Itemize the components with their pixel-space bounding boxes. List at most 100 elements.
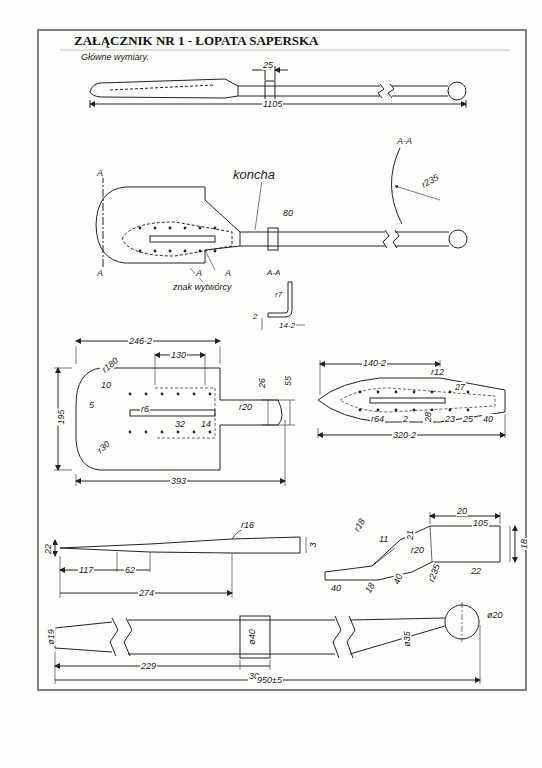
rivet-hole: [431, 391, 434, 394]
dimension-label: 18: [519, 538, 529, 550]
rivet-hole: [145, 431, 148, 434]
rivet-hole: [209, 393, 212, 396]
rivet-hole: [139, 250, 142, 253]
rivet-hole: [214, 227, 217, 230]
dimension-label: r7: [274, 290, 283, 299]
dimension-label: A: [224, 268, 232, 278]
dimension-label: 105: [472, 518, 489, 528]
dimension-label: 22: [43, 543, 53, 555]
rivet-hole: [184, 227, 187, 230]
dimension-label: 80: [282, 208, 294, 218]
rivet-hole: [214, 250, 217, 253]
rivet-hole: [169, 250, 172, 253]
dimension-label: 18: [363, 580, 378, 595]
rivet-hole: [449, 391, 452, 394]
dimension-label: 229: [140, 661, 157, 671]
rivet-hole: [161, 431, 164, 434]
rivet-hole: [169, 227, 172, 230]
dimension-label: 62: [124, 565, 136, 575]
dimension-label: 2: [402, 414, 409, 424]
dimension-label: r30: [95, 438, 113, 455]
dimension-label: 5: [88, 400, 95, 410]
dimension-label: 28: [423, 411, 433, 423]
rivet-hole: [395, 409, 398, 412]
rivet-hole: [199, 250, 202, 253]
dimension-label: 32: [174, 419, 186, 429]
dimension-label: 130: [170, 350, 187, 360]
dimension-label: A: [96, 268, 104, 278]
rivet-hole: [377, 409, 380, 412]
rivet-hole: [449, 409, 452, 412]
dimension-label: ø20: [486, 610, 504, 620]
rivet-hole: [467, 409, 470, 412]
rivet-hole: [395, 391, 398, 394]
rivet-hole: [413, 391, 416, 394]
dimension-label: 14-2: [278, 321, 296, 330]
rivet-hole: [129, 393, 132, 396]
dimension-label: 40: [482, 414, 494, 424]
dimension-label: 2: [252, 312, 258, 321]
dimension-label: 117: [78, 565, 94, 575]
dimension-label: ø40: [247, 628, 257, 646]
dimension-label: ø19: [46, 628, 56, 646]
rivet-hole: [193, 431, 196, 434]
rivet-hole: [359, 391, 362, 394]
rivet-hole: [177, 393, 180, 396]
rivet-hole: [177, 431, 180, 434]
rivet-hole: [129, 431, 132, 434]
dimension-label: 246-2: [128, 336, 153, 346]
dimension-label: A-A: [266, 268, 281, 277]
dimension-label: r6: [140, 404, 150, 414]
dimension-label: 40: [391, 572, 405, 587]
dimension-label: 23: [444, 414, 456, 424]
dimension-label: r235: [419, 172, 441, 191]
dimension-label: 1105: [262, 99, 283, 109]
dimension-label: r18: [351, 516, 367, 534]
dimension-label: 10: [100, 380, 112, 390]
dimension-label: A-A: [396, 136, 413, 146]
dimension-label: 14: [200, 419, 212, 429]
rivet-hole: [413, 409, 416, 412]
dimension-label: 55: [283, 375, 293, 387]
part-name: koncha: [232, 168, 276, 182]
dimension-label: 274: [138, 588, 155, 598]
dimension-label: 320-2: [392, 430, 417, 440]
rivet-hole: [193, 393, 196, 396]
dimension-label: r180: [99, 355, 121, 376]
dimension-label: 20: [456, 506, 468, 516]
dimension-label: A: [96, 168, 104, 178]
dimension-label: 40: [330, 583, 342, 593]
dimension-label: r12: [430, 367, 445, 377]
rivet-hole: [154, 227, 157, 230]
part-name: znak wytwórcy: [172, 282, 233, 292]
rivet-hole: [359, 409, 362, 412]
dimension-label: 21: [405, 529, 415, 541]
dimension-label: 25: [262, 60, 274, 70]
rivet-hole: [199, 227, 202, 230]
dimension-label: 26: [257, 377, 267, 389]
dimension-label: 27: [454, 382, 466, 392]
rivet-hole: [139, 227, 142, 230]
dimension-label: 11: [378, 534, 389, 544]
rivet-hole: [145, 393, 148, 396]
rivet-hole: [154, 250, 157, 253]
dimension-label: 140-2: [362, 358, 387, 368]
dimension-label: r235: [426, 562, 442, 584]
dimension-label: 3: [308, 541, 318, 548]
dimension-label: r16: [240, 520, 255, 530]
dimension-label: 195: [56, 408, 66, 425]
dimension-label: 393: [170, 476, 187, 486]
dimension-label: r64: [370, 414, 385, 424]
rivet-hole: [377, 391, 380, 394]
dimension-label: r20: [238, 402, 253, 412]
title: ZAŁĄCZNIK NR 1 - ŁOPATA SAPERSKA: [72, 33, 321, 49]
subtitle: Główne wymiary.: [80, 52, 150, 62]
rivet-hole: [161, 393, 164, 396]
dimension-label: 950±5: [256, 675, 283, 685]
rivet-hole: [209, 431, 212, 434]
dimension-label: 22: [470, 566, 482, 576]
rivet-hole: [467, 391, 470, 394]
dimension-label: ø35: [402, 630, 412, 648]
dimension-label: r20: [410, 545, 425, 555]
dimension-label: 25: [462, 414, 474, 424]
